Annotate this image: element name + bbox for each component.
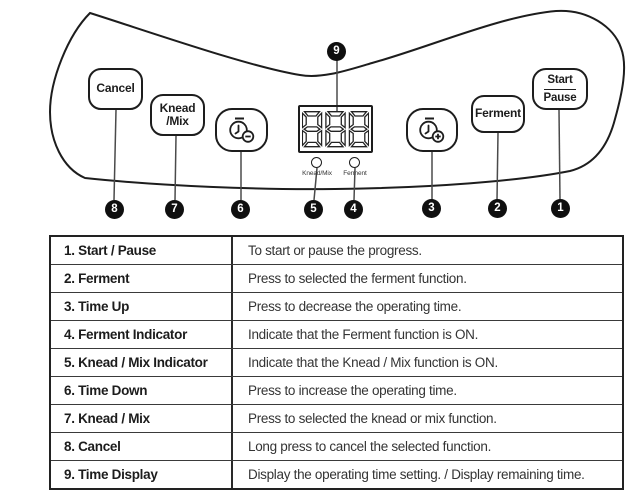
control-panel-diagram: Cancel Knead /Mix (0, 0, 640, 232)
table-row: 4. Ferment Indicator Indicate that the F… (51, 320, 622, 348)
knead-mix-button[interactable]: Knead /Mix (150, 94, 205, 136)
knead-mix-label-line1: Knead (159, 100, 196, 115)
function-desc: Display the operating time setting. / Di… (248, 467, 585, 482)
clock-plus-icon (419, 117, 445, 143)
function-name: 2. Ferment (51, 265, 233, 292)
ferment-button-label: Ferment (475, 106, 521, 121)
badge-4: 4 (344, 200, 363, 219)
start-label: Start (547, 73, 573, 86)
ferment-indicator-label: Ferment (343, 170, 367, 177)
function-desc: To start or pause the progress. (248, 243, 422, 258)
badge-6: 6 (231, 200, 250, 219)
function-name: 8. Cancel (51, 433, 233, 460)
function-desc: Long press to cancel the selected functi… (248, 439, 492, 454)
badge-7: 7 (165, 200, 184, 219)
cancel-button-label: Cancel (96, 81, 135, 96)
function-desc: Press to selected the ferment function. (248, 271, 467, 286)
function-table: 1. Start / Pause To start or pause the p… (49, 235, 624, 490)
pause-label: Pause (543, 91, 577, 104)
table-row: 2. Ferment Press to selected the ferment… (51, 264, 622, 292)
function-name: 1. Start / Pause (51, 237, 233, 264)
start-pause-divider (544, 88, 576, 90)
knead-mix-label-line2: /Mix (166, 114, 189, 128)
clock-minus-icon (228, 117, 254, 143)
function-desc: Press to selected the knead or mix funct… (248, 411, 497, 426)
function-name: 6. Time Down (51, 377, 233, 404)
knead-mix-indicator-label: Knead/Mix (302, 170, 332, 177)
function-name: 3. Time Up (51, 293, 233, 320)
ferment-indicator-light (349, 157, 360, 168)
time-display (298, 105, 373, 153)
connector-lines (113, 60, 561, 201)
function-name: 7. Knead / Mix (51, 405, 233, 432)
table-row: 8. Cancel Long press to cancel the selec… (51, 432, 622, 460)
badge-8: 8 (105, 200, 124, 219)
table-row: 1. Start / Pause To start or pause the p… (51, 237, 622, 264)
function-desc: Press to decrease the operating time. (248, 299, 462, 314)
function-desc: Press to increase the operating time. (248, 383, 457, 398)
badge-2: 2 (488, 199, 507, 218)
badge-9: 9 (327, 42, 346, 61)
table-row: 9. Time Display Display the operating ti… (51, 460, 622, 488)
badge-1: 1 (551, 199, 570, 218)
ferment-button[interactable]: Ferment (471, 95, 525, 133)
table-row: 5. Knead / Mix Indicator Indicate that t… (51, 348, 622, 376)
function-name: 4. Ferment Indicator (51, 321, 233, 348)
cancel-button[interactable]: Cancel (88, 68, 143, 110)
table-row: 6. Time Down Press to increase the opera… (51, 376, 622, 404)
function-name: 9. Time Display (51, 461, 233, 488)
panel-outline (48, 9, 626, 191)
panel-outline-and-connectors (48, 9, 626, 201)
badge-5: 5 (304, 200, 323, 219)
knead-mix-indicator-light (311, 157, 322, 168)
function-desc: Indicate that the Knead / Mix function i… (248, 355, 498, 370)
table-row: 7. Knead / Mix Press to selected the kne… (51, 404, 622, 432)
function-desc: Indicate that the Ferment function is ON… (248, 327, 479, 342)
start-pause-button[interactable]: Start Pause (532, 68, 588, 110)
function-name: 5. Knead / Mix Indicator (51, 349, 233, 376)
time-up-button[interactable] (406, 108, 458, 152)
table-row: 3. Time Up Press to decrease the operati… (51, 292, 622, 320)
badge-3: 3 (422, 199, 441, 218)
time-down-button[interactable] (215, 108, 268, 152)
seven-segment-digits (302, 111, 369, 148)
